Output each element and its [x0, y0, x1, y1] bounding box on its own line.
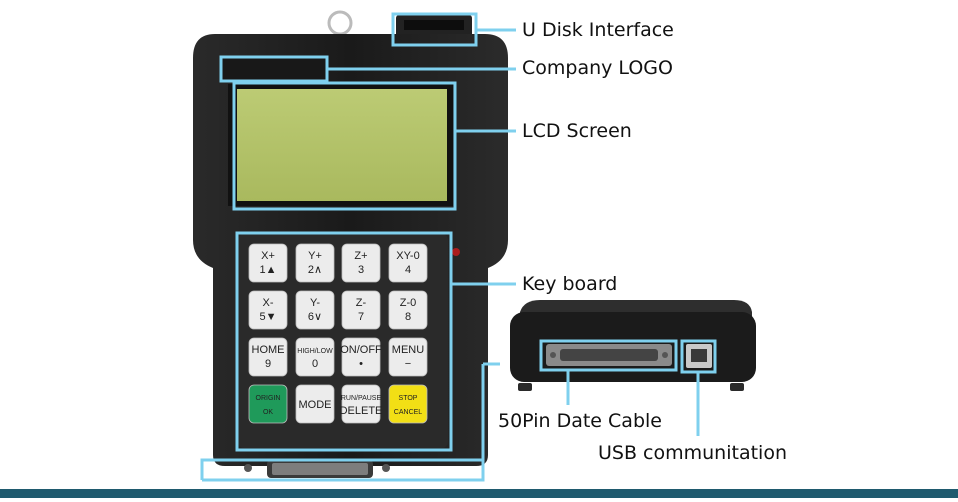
keypad-key-label-bottom: 6∨: [308, 311, 322, 323]
keypad-key-face: [388, 384, 428, 424]
handheld-db-connector: [272, 463, 368, 475]
keypad-key-face: [295, 337, 335, 377]
callout-lcd-screen: LCD Screen: [522, 120, 632, 142]
keypad-key[interactable]: Z-08: [388, 290, 428, 330]
keypad-key[interactable]: STOP CANCEL: [388, 384, 428, 424]
bottom-accent-bar: [0, 489, 958, 498]
keypad-key-label-bottom: −: [405, 358, 411, 370]
keypad-key-face: [341, 337, 381, 377]
callout-usb-communication: USB communitation: [598, 442, 787, 464]
hanging-ring: [327, 10, 353, 36]
keypad-key-label-bottom: OK: [263, 409, 273, 416]
logo-area: [222, 58, 326, 80]
keypad-key-label-top: Z-0: [400, 297, 417, 309]
status-led: [452, 248, 460, 256]
keypad-key-label-top: Z+: [354, 250, 367, 262]
keypad-key-label-top: X-: [263, 297, 274, 309]
highlight-fifty-pin: [539, 339, 678, 372]
keypad-key-label-bottom: 2∧: [308, 264, 322, 276]
keypad-key-face: [388, 290, 428, 330]
keypad-key-face: [341, 243, 381, 283]
callout-u-disk-interface: U Disk Interface: [522, 19, 674, 41]
keypad-key-label-bottom: •: [359, 358, 363, 370]
keypad-key-label-bottom: 5▼: [259, 311, 276, 323]
keypad-key-label-top: RUN/PAUSE: [341, 395, 382, 402]
callout-keyboard: Key board: [522, 273, 618, 295]
keypad-key-label-top: Z-: [356, 297, 367, 309]
keypad-key-label-top: MENU: [392, 344, 424, 356]
keypad-key-label-bottom: 8: [405, 311, 411, 323]
keypad-key[interactable]: ON/OFF •: [340, 337, 382, 377]
callout-50pin-cable: 50Pin Date Cable: [498, 410, 662, 432]
keypad-key-label-top: ON/OFF: [340, 344, 382, 356]
keypad-key-label-bottom: 7: [358, 311, 364, 323]
keypad-key[interactable]: Z+ 3: [341, 243, 381, 283]
keypad-key[interactable]: X+ 1▲: [248, 243, 288, 283]
keypad-key-label-bottom: 3: [358, 264, 364, 276]
keypad-key-label-bottom: 9: [265, 358, 271, 370]
keypad-key[interactable]: Z- 7: [341, 290, 381, 330]
keypad-key-face: [248, 337, 288, 377]
keypad-key-label-top: HIGH/LOW: [297, 348, 333, 355]
keypad-key-label-top: MODE: [299, 399, 332, 411]
keypad-key-label-top: Y-: [310, 297, 320, 309]
keypad-key-face: [341, 384, 381, 424]
callout-company-logo: Company LOGO: [522, 57, 673, 79]
keypad-key[interactable]: MENU −: [388, 337, 428, 377]
keypad-key-label-bottom: 0: [312, 358, 318, 370]
highlight-lcd: [232, 81, 457, 211]
keypad-key-label-top: XY-0: [396, 250, 419, 262]
keypad-key-face: [295, 290, 335, 330]
keypad-key-label-bottom: 4: [405, 264, 411, 276]
keypad-key[interactable]: HIGH/LOW 0: [295, 337, 335, 377]
keypad-key-face: [388, 337, 428, 377]
keypad-key[interactable]: X- 5▼: [248, 290, 288, 330]
keypad-key-label-top: X+: [261, 250, 275, 262]
keypad-key-face: [295, 243, 335, 283]
keypad-key-face: [341, 290, 381, 330]
keypad-key[interactable]: Y- 6∨: [295, 290, 335, 330]
keypad-key[interactable]: XY-0 4: [388, 243, 428, 283]
highlight-overlays: [200, 12, 717, 482]
keypad-key-face: [295, 384, 335, 424]
keypad-key-face: [388, 243, 428, 283]
keypad-key[interactable]: ORIGIN OK: [248, 384, 288, 424]
keypad-key[interactable]: MODE: [295, 384, 335, 424]
keypad-key-face: [248, 243, 288, 283]
keypad-key-label-top: HOME: [252, 344, 285, 356]
keypad-key-label-bottom: DELETE: [340, 405, 383, 417]
keypad-key-label-top: STOP: [399, 395, 418, 402]
keypad-key[interactable]: Y+ 2∧: [295, 243, 335, 283]
keypad-key-label-top: Y+: [308, 250, 322, 262]
keypad-key-face: [248, 290, 288, 330]
keypad-key-face: [248, 384, 288, 424]
lcd-screen: [237, 89, 447, 201]
keypad-key[interactable]: RUN/PAUSE DELETE: [340, 384, 383, 424]
keypad-key-label-top: ORIGIN: [256, 395, 281, 402]
highlight-keyboard: [235, 231, 453, 452]
keypad: X+1▲Y+2∧Z+3XY-04X-5▼Y-6∨Z-7Z-08HOME9HIGH…: [248, 243, 428, 424]
keypad-key-label-bottom: CANCEL: [394, 409, 423, 416]
keypad-key[interactable]: HOME 9: [248, 337, 288, 377]
keypad-key-label-bottom: 1▲: [259, 264, 276, 276]
